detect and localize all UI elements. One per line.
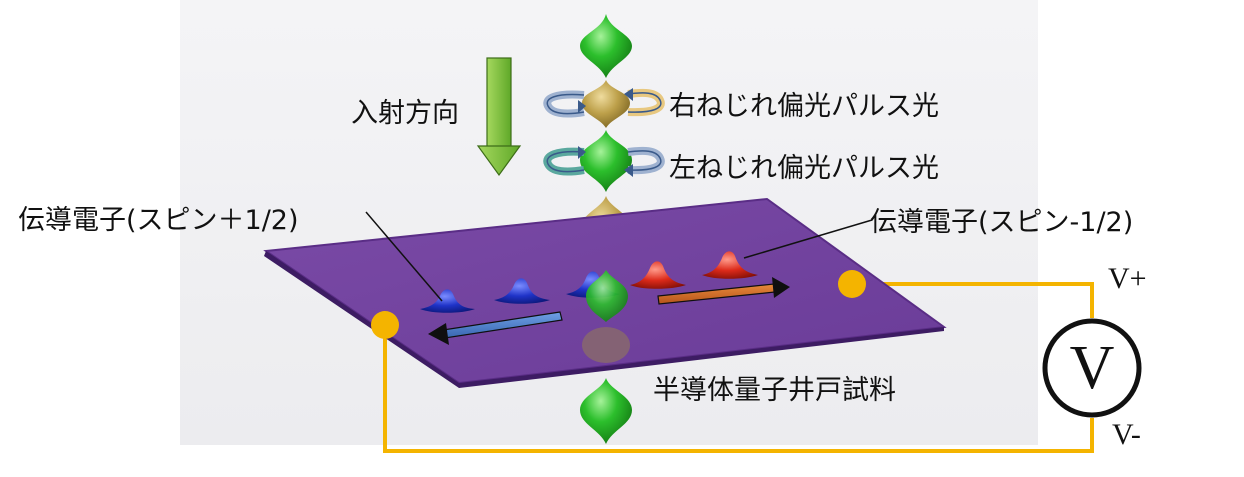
pulse-green-plate <box>586 270 628 322</box>
electron-spin-minus-group <box>630 251 758 289</box>
voltmeter-circle <box>1042 318 1142 418</box>
circuit-wire-bottom <box>383 325 1094 453</box>
circuit-wire-top <box>852 282 1094 318</box>
v-plus-label: V+ <box>1108 262 1147 295</box>
leader-spin-minus <box>743 219 873 259</box>
pulse-reflection <box>582 327 630 363</box>
left-circular-label: 左ねじれ偏光パルス光 <box>669 153 939 184</box>
electron-blue-2 <box>494 278 550 304</box>
pulse-gold-right-circular <box>582 80 630 128</box>
spin-plus-motion-arrow <box>428 311 563 345</box>
electron-blue-1 <box>420 289 475 313</box>
electron-red-1 <box>630 261 686 289</box>
pulse-green-bottom <box>580 378 632 444</box>
electron-spin-plus-label: 伝導電子(スピン＋1/2) <box>18 205 299 236</box>
incident-arrow <box>476 57 522 177</box>
sample-label: 半導体量子井戸試料 <box>653 375 896 406</box>
pulse-green-left-circular <box>580 130 632 192</box>
v-minus-label: V- <box>1112 418 1141 451</box>
spin-minus-motion-arrow <box>657 277 790 305</box>
right-circular-label: 右ねじれ偏光パルス光 <box>669 91 939 122</box>
rotation-arrows-right <box>543 88 665 118</box>
leader-spin-plus <box>365 211 443 302</box>
electrode-right <box>838 270 866 298</box>
rotation-arrows-left <box>543 146 665 177</box>
voltmeter-symbol: V <box>1069 333 1115 402</box>
electron-red-2 <box>702 251 758 279</box>
electrode-left <box>371 311 399 339</box>
electron-spin-minus-label: 伝導電子(スピン-1/2) <box>870 207 1134 238</box>
pulse-green-top <box>580 14 632 78</box>
incident-direction-label: 入射方向 <box>351 98 459 129</box>
